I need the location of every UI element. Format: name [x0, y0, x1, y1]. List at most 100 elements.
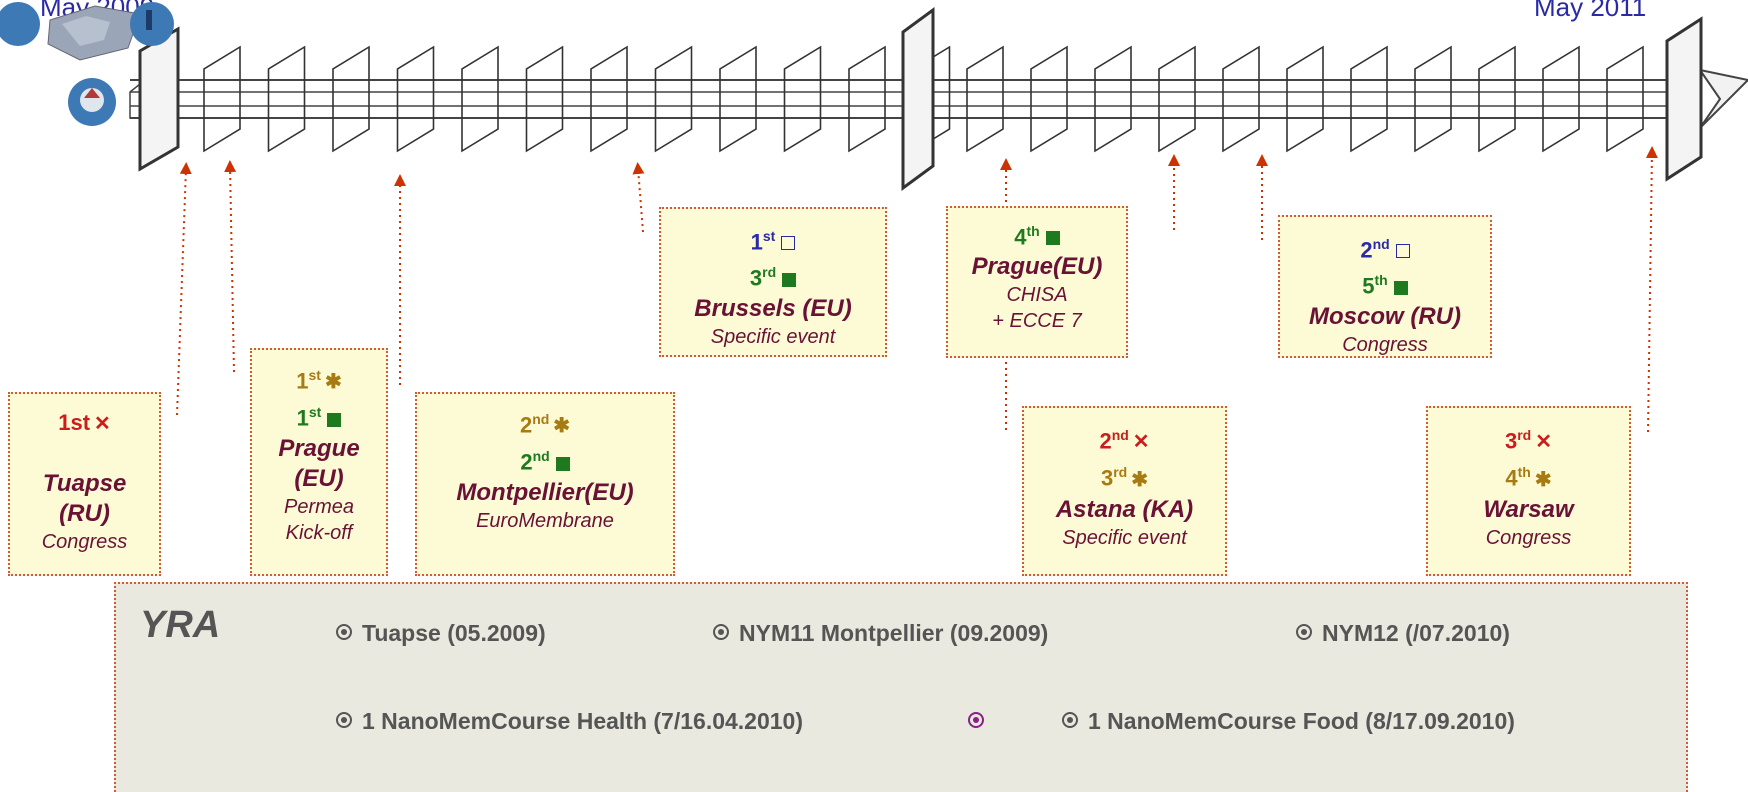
x-mark-icon: ✕	[94, 413, 111, 435]
yra-title: YRA	[140, 604, 221, 646]
connector-brussels	[632, 162, 645, 233]
filled-square-icon	[327, 412, 342, 427]
rank-line: 4th	[948, 216, 1126, 252]
yra-item: 1 NanoMemCourse Food (8/17.09.2010)	[1062, 708, 1515, 735]
event-subtitle: Kick-off	[285, 521, 353, 544]
rank-line: 5th	[1280, 265, 1490, 301]
month-frame	[719, 45, 757, 153]
month-frame	[267, 45, 306, 153]
yra-item-empty	[968, 708, 994, 735]
network-logo-icon	[0, 2, 174, 126]
month-frame	[966, 45, 1004, 153]
asterisk-icon: ✱	[1534, 468, 1552, 491]
event-subtitle: + ECCE 7	[992, 310, 1082, 333]
asterisk-icon: ✱	[324, 371, 342, 394]
month-frame	[1158, 45, 1196, 153]
filled-square-icon	[555, 456, 570, 471]
month-frame	[525, 45, 564, 153]
rank-line: 2nd	[417, 441, 673, 477]
event-city-region: (EU)	[294, 464, 344, 492]
bullet-icon	[1062, 712, 1078, 728]
month-frame	[396, 45, 435, 153]
event-subtitle: EuroMembrane	[476, 509, 614, 532]
event-box-brussels: 1st 3rd Brussels (EU) Specific event	[659, 207, 887, 357]
rank-line: 1st	[252, 397, 386, 433]
event-box-warsaw: 3rd✕ 4th✱ Warsaw Congress	[1426, 406, 1631, 576]
event-subtitle: Congress	[1342, 333, 1428, 356]
event-subtitle: Congress	[41, 531, 128, 553]
rank-line: 3rd	[661, 257, 885, 293]
rank-line: 3rd✱	[1100, 464, 1148, 491]
yra-item: NYM11 Montpellier (09.2009)	[713, 620, 1048, 647]
yra-item: 1 NanoMemCourse Health (7/16.04.2010)	[336, 708, 803, 735]
x-mark-icon: ✕	[1132, 431, 1150, 454]
month-frame	[1094, 45, 1132, 153]
year-frame-start	[138, 26, 180, 172]
asterisk-icon: ✱	[553, 415, 571, 438]
month-frame	[654, 45, 693, 153]
timeline-arrow-head-icon	[1697, 68, 1748, 129]
event-box-prague-permea: 1st✱ 1st Prague (EU) Permea Kick-off	[250, 348, 388, 576]
connector-prague-permea-left	[224, 160, 237, 373]
month-frame	[1414, 45, 1452, 153]
rank-line: 2nd✕	[1099, 427, 1150, 454]
yra-panel: YRA Tuapse (05.2009) NYM11 Montpellier (…	[114, 582, 1688, 792]
event-city: Astana (KA)	[1055, 495, 1194, 523]
timeline-bar	[129, 68, 1748, 129]
month-frame	[332, 45, 370, 153]
yra-item: NYM12 (/07.2010)	[1296, 620, 1510, 647]
timeline-end-label: May 2011	[1534, 0, 1647, 22]
event-subtitle: Specific event	[710, 325, 836, 348]
rank-line: 1st✱	[296, 367, 342, 394]
event-subtitle: Specific event	[1062, 526, 1187, 549]
event-city: Warsaw	[1483, 495, 1574, 523]
bullet-icon	[968, 712, 984, 728]
month-frame	[461, 45, 499, 153]
event-city: Tuapse	[42, 470, 127, 497]
event-subtitle: Congress	[1485, 526, 1572, 549]
open-square-icon	[1395, 244, 1410, 259]
month-frame	[1350, 45, 1388, 153]
event-city: Prague(EU)	[971, 253, 1103, 281]
event-city-region: (RU)	[59, 500, 110, 527]
rank-line: 2nd✱	[519, 411, 571, 438]
x-mark-icon: ✕	[1535, 431, 1552, 454]
bullet-icon	[1296, 624, 1312, 640]
month-frame	[783, 45, 822, 153]
timeline-month-frames	[138, 7, 1703, 191]
event-box-tuapse: 1st✕ Tuapse (RU) Congress	[8, 392, 161, 576]
month-frame	[1030, 45, 1068, 153]
rank-line: 2nd	[1280, 229, 1490, 265]
open-square-icon	[781, 236, 796, 251]
bullet-icon	[336, 712, 352, 728]
filled-square-icon	[1045, 231, 1060, 246]
connector-warsaw	[1645, 146, 1658, 433]
month-frame	[590, 45, 628, 153]
month-frame	[1478, 45, 1516, 153]
connector-tuapse	[176, 162, 192, 416]
bullet-icon	[336, 624, 352, 640]
rank-line: 1st✕	[58, 410, 111, 435]
event-box-prague-chisa: 4th Prague(EU) CHISA + ECCE 7	[946, 206, 1128, 358]
month-frame	[203, 45, 241, 153]
month-frame	[848, 45, 886, 153]
event-subtitle: CHISA	[1006, 284, 1068, 307]
event-subtitle: Permea	[283, 495, 355, 518]
event-box-astana: 2nd✕ 3rd✱ Astana (KA) Specific event	[1022, 406, 1227, 576]
event-city: Brussels (EU)	[694, 294, 852, 322]
filled-square-icon	[782, 272, 797, 287]
event-city: Prague	[278, 434, 360, 462]
month-frame	[1542, 45, 1580, 153]
rank-line: 3rd✕	[1504, 427, 1552, 454]
yra-item: Tuapse (05.2009)	[336, 620, 546, 647]
year-frame-mid	[901, 7, 935, 191]
filled-square-icon	[1393, 280, 1408, 295]
event-city: Moscow (RU)	[1309, 302, 1461, 330]
rank-line: 1st	[661, 221, 885, 257]
year-frame-end	[1665, 16, 1703, 182]
event-city: Montpellier(EU)	[456, 478, 634, 506]
month-frame	[1286, 45, 1324, 153]
rank-line: 4th✱	[1505, 464, 1552, 491]
month-frame	[1222, 45, 1260, 153]
